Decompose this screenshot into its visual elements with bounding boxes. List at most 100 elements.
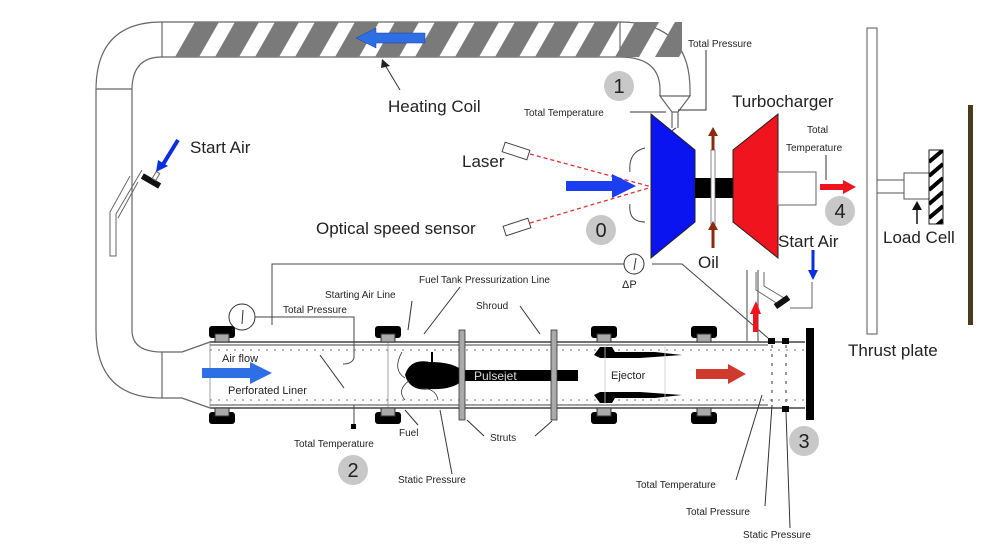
delta-p-line	[652, 263, 769, 339]
heating-coil-stripe	[295, 22, 339, 57]
load-cell-mount	[928, 149, 944, 225]
turbine-exhaust-pipe	[777, 171, 817, 206]
optical-speed-sensor-label: Optical speed sensor	[316, 219, 476, 238]
total-temperature-4-label-line2: Temperature	[786, 143, 843, 154]
heating-coil-stripe	[215, 22, 259, 57]
air-flow-label: Air flow	[222, 353, 258, 365]
heating-coil-stripe	[655, 22, 682, 57]
static-pressure-2-leader	[439, 409, 453, 475]
flanges	[209, 326, 717, 424]
shroud-label: Shroud	[476, 301, 508, 312]
laser-beam	[529, 153, 653, 224]
total-temperature-3-leader	[735, 394, 763, 481]
heating-coil	[175, 22, 682, 57]
station-badge-2: 2	[338, 455, 368, 485]
flange-bolt	[691, 326, 717, 343]
perforated-liner-label: Perforated Liner	[228, 385, 307, 397]
station-3-rakes	[768, 338, 789, 412]
static-pressure-3-label: Static Pressure	[743, 530, 811, 541]
station-badge-3: 3	[789, 426, 819, 456]
thrust-plate-label: Thrust plate	[848, 341, 938, 360]
flange-bolt	[691, 407, 717, 424]
shroud-leader	[519, 305, 541, 335]
load-cell-arrow	[912, 201, 922, 224]
svg-text:4: 4	[834, 201, 845, 223]
total-pressure-2-gauge	[228, 303, 272, 331]
heating-coil-stripe	[335, 22, 379, 57]
svg-text:0: 0	[595, 220, 606, 242]
struts-label: Struts	[490, 433, 516, 444]
total-temperature-1-label: Total Temperature	[524, 108, 604, 119]
total-temperature-4-label-line1: Total	[807, 125, 828, 136]
heating-coil-label: Heating Coil	[388, 97, 481, 116]
station-badge-1: 1	[604, 71, 634, 101]
total-pressure-2-label: Total Pressure	[283, 305, 347, 316]
heating-coil-flow-arrow	[355, 27, 426, 49]
load-cell-mount-stripe	[935, 218, 943, 224]
flange-bolt	[375, 407, 401, 424]
load-cell	[903, 172, 931, 200]
perforated-liner	[210, 349, 805, 401]
load-cell-rod	[876, 179, 905, 194]
total-pressure-1-leader	[678, 50, 707, 111]
air-flow-arrow	[202, 362, 272, 384]
fuel-tank-pressurization-line-label: Fuel Tank Pressurization Line	[419, 275, 550, 286]
flange-bolt	[591, 326, 617, 343]
total-pressure-3-leader	[764, 404, 773, 507]
start-air-label-left: Start Air	[190, 138, 251, 157]
flange-bolt	[591, 407, 617, 424]
exhaust-flow-arrow	[696, 364, 746, 384]
delta-p-label: ΔP	[622, 279, 637, 291]
fuel-label: Fuel	[399, 428, 418, 439]
oil-label: Oil	[698, 253, 719, 272]
pressure-sense-line	[271, 263, 632, 325]
flange-bolt	[209, 326, 235, 343]
start-air-label-right: Start Air	[778, 232, 839, 251]
pulsejet	[397, 351, 578, 401]
bellmouth-top	[629, 147, 646, 173]
laser-emitter	[501, 141, 531, 161]
static-pressure-3-leader	[785, 411, 791, 529]
total-pressure-2-probe	[342, 345, 355, 365]
start-air-injector-left	[109, 169, 162, 257]
turbine-feed-arrow	[750, 301, 761, 332]
photo-edge	[968, 105, 973, 325]
total-pressure-3-label: Total Pressure	[686, 507, 750, 518]
load-cell-mount-stripe	[929, 150, 943, 164]
struts-leader-1	[466, 419, 485, 437]
compressor-inlet-arrow	[566, 174, 636, 198]
heating-coil-stripe	[495, 22, 539, 57]
delta-p-gauge	[623, 253, 645, 275]
svg-text:3: 3	[798, 431, 809, 453]
heating-coil-stripe	[455, 22, 499, 57]
oil-lines	[708, 127, 718, 248]
flange-bolt	[209, 407, 235, 424]
load-cell-label: Load Cell	[883, 228, 955, 247]
total-pressure-1-label: Total Pressure	[688, 39, 752, 50]
flange-bolt	[375, 326, 401, 343]
station-badge-4: 4	[825, 196, 855, 226]
heating-coil-stripe	[175, 22, 219, 57]
strut-1	[458, 329, 466, 421]
load-cell-mount-stripe	[929, 162, 943, 178]
total-temperature-2-label: Total Temperature	[294, 439, 374, 450]
start-air-arrow-left	[156, 138, 180, 172]
load-cell-mount-stripe	[929, 190, 943, 206]
starting-air-line-leader	[407, 300, 413, 331]
pulsejet-label: Pulsejet	[474, 369, 517, 383]
station-badge-0: 0	[586, 215, 616, 245]
thrust-plate	[866, 27, 878, 335]
total-temperature-2-sensor	[351, 424, 356, 429]
struts-leader-2	[534, 420, 553, 437]
strut-2	[550, 329, 558, 421]
ejector-label: Ejector	[611, 370, 646, 382]
fuel-tank-pressurization-leader	[423, 286, 461, 335]
start-air-injector-right	[755, 250, 818, 310]
perforated-liner-leader	[319, 354, 345, 389]
heating-coil-stripe	[615, 22, 659, 57]
turbocharger-label: Turbocharger	[732, 92, 834, 111]
fuel-leader	[404, 409, 419, 426]
bellmouth-bottom	[629, 203, 646, 223]
end-cap	[806, 328, 814, 420]
